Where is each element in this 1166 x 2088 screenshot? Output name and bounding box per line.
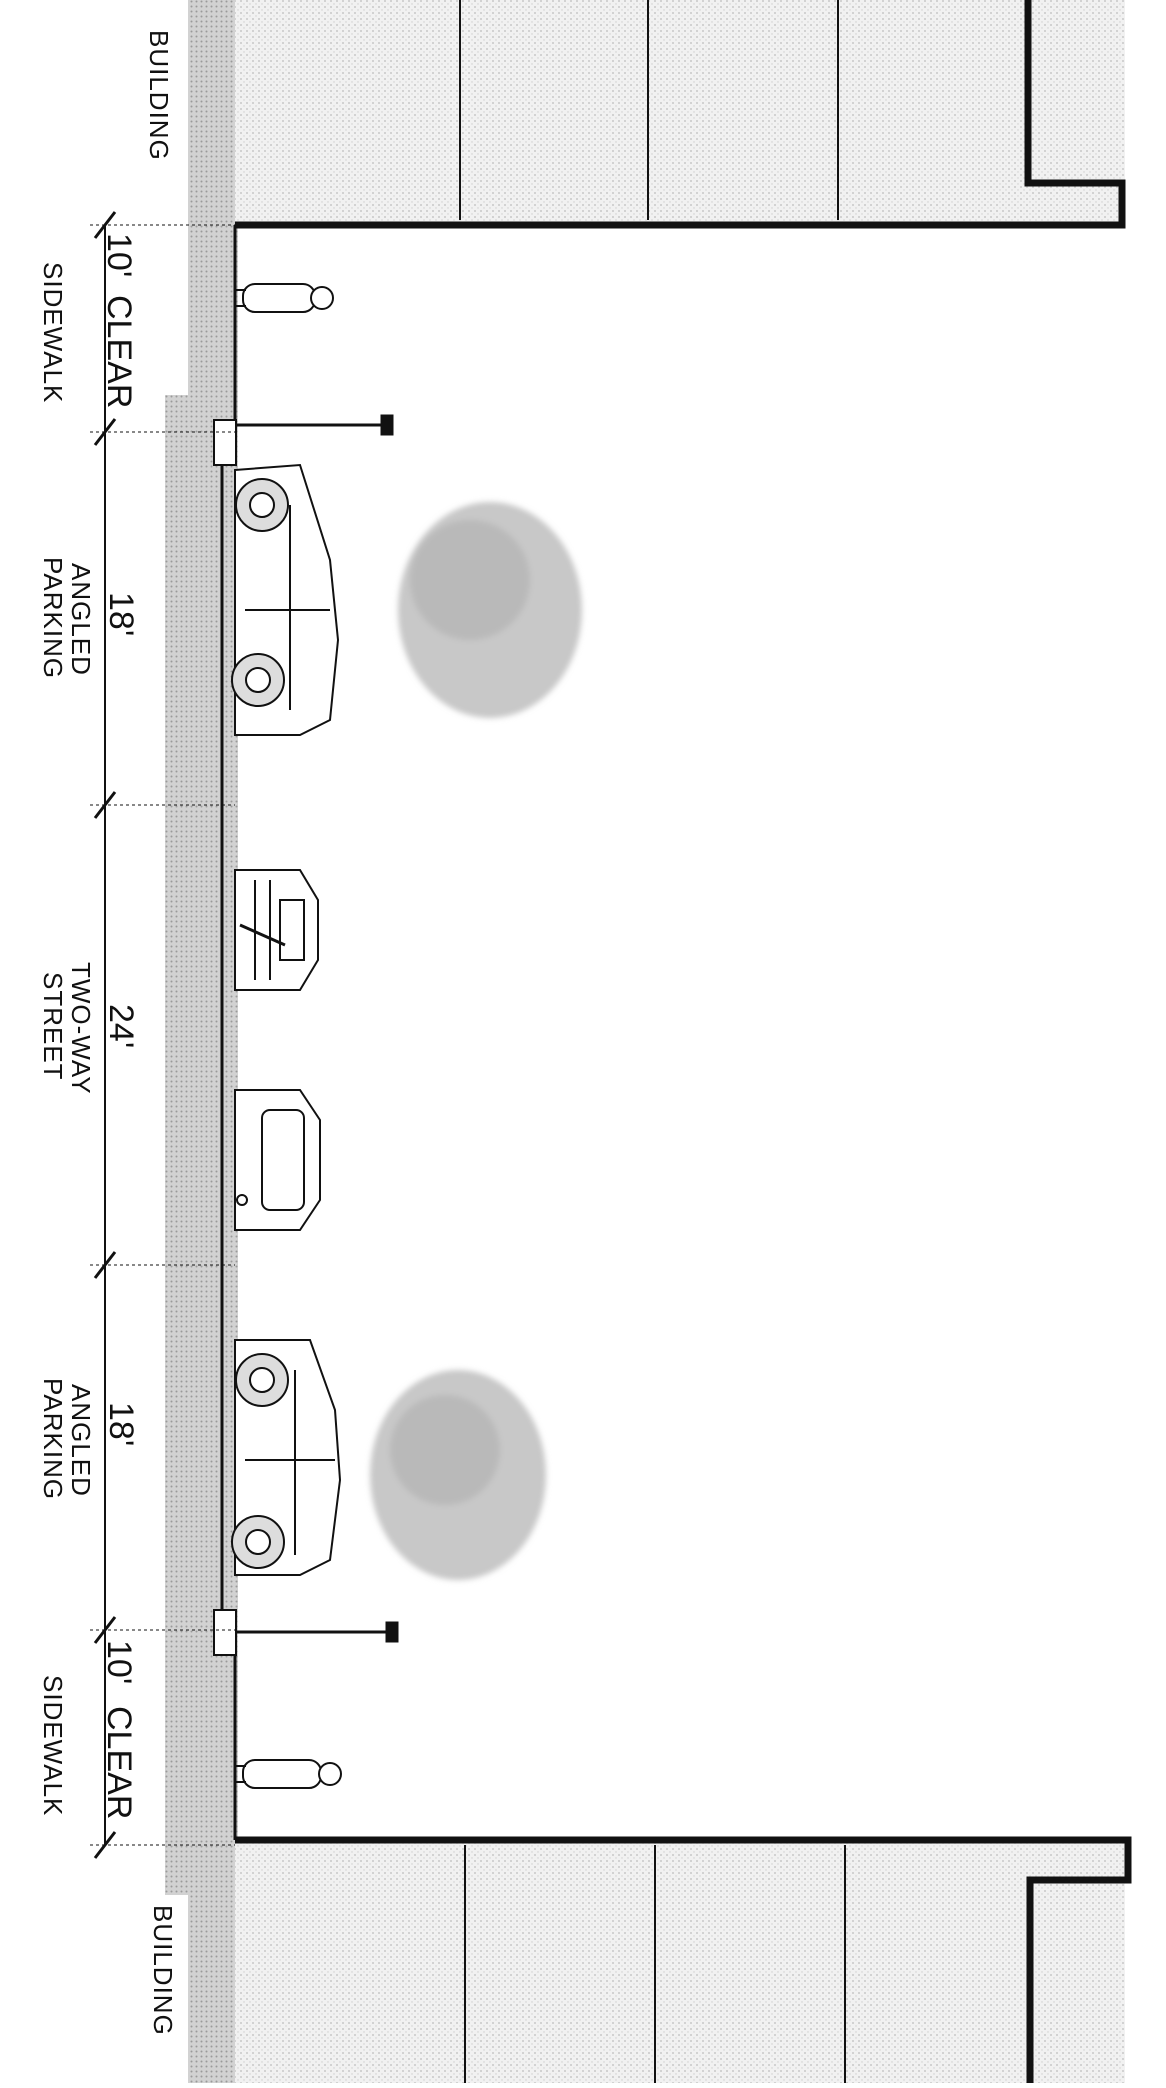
zone-2-label: ANGLED: [66, 563, 96, 676]
zone-1-label: CLEAR: [100, 295, 138, 408]
zone-3-dimension: 24': [102, 1004, 140, 1048]
pedestrian-icon: [236, 1759, 342, 1789]
bottom-building-label: BUILDING: [148, 1905, 178, 2036]
zone-4-label: ANGLED: [66, 1384, 96, 1497]
car-side-icon: [231, 1339, 342, 1576]
zone-3-label2: STREET: [38, 972, 68, 1081]
top-building: [235, 0, 1126, 229]
car-front-icon: [234, 1089, 321, 1231]
zone-3-label: TWO-WAY: [66, 962, 96, 1095]
car-side-icon: [231, 463, 340, 736]
pedestrian-icon: [236, 283, 334, 313]
tree-icon: [398, 502, 582, 718]
zone-5-label: CLEAR: [100, 1706, 138, 1819]
street-surface: [213, 225, 237, 1840]
bottom-building: [235, 1836, 1132, 2083]
street-lamp-icon: [235, 414, 394, 436]
ground-strip-lower: [165, 395, 205, 1895]
zone-5-label2: SIDEWALK: [38, 1675, 68, 1816]
top-building-label: BUILDING: [144, 30, 174, 161]
zone-4-label2: PARKING: [38, 1378, 68, 1500]
zone-1-dimension: 10': [100, 233, 138, 277]
zone-1-label2: SIDEWALK: [38, 262, 68, 403]
zone-5-dimension: 10': [100, 1640, 138, 1684]
street-lamp-icon: [235, 1621, 399, 1643]
tree-icon: [370, 1370, 546, 1580]
zone-2-dimension: 18': [102, 592, 140, 636]
car-front-icon: [234, 869, 319, 991]
zone-2-label2: PARKING: [38, 557, 68, 679]
zone-4-dimension: 18': [102, 1402, 140, 1446]
dimension-line: [90, 211, 235, 1859]
